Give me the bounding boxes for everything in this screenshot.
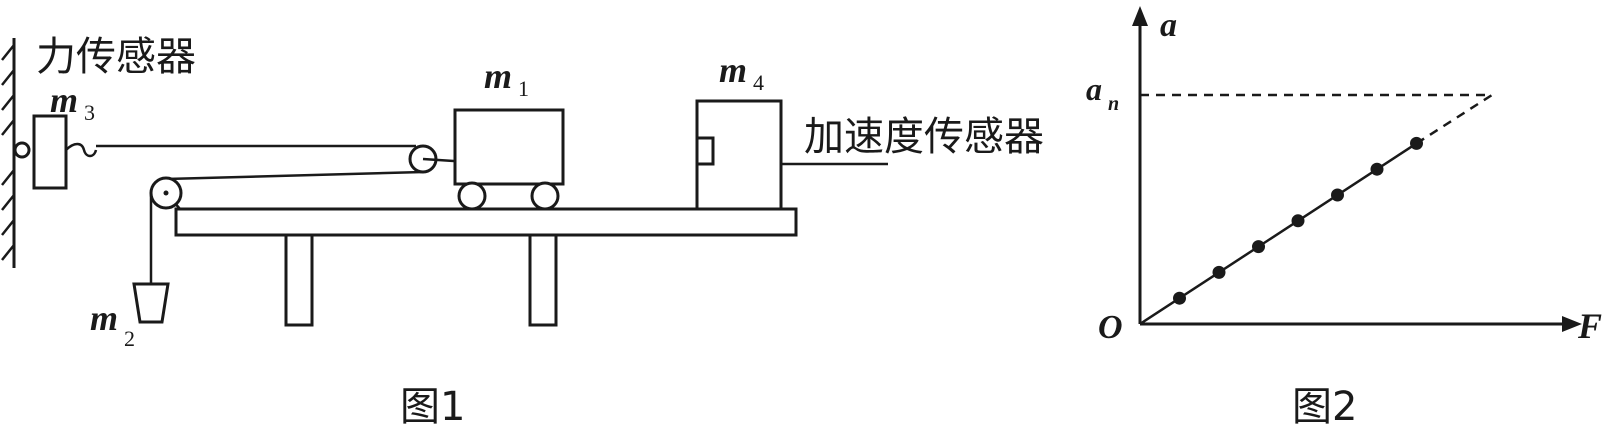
lower-string xyxy=(165,170,424,181)
m1-label-symbol: m xyxy=(484,56,512,96)
data-point xyxy=(1212,265,1226,279)
y-axis-arrow xyxy=(1132,6,1148,26)
sensor-mount-pin xyxy=(13,141,31,159)
a-f-chart xyxy=(1132,6,1582,332)
figure-2-caption: 图2 xyxy=(1292,384,1357,430)
data-point xyxy=(1173,291,1186,305)
y-axis-label: a xyxy=(1160,7,1177,44)
origin-label: O xyxy=(1098,309,1123,346)
m2-label-symbol: m xyxy=(90,298,118,338)
data-point xyxy=(1252,240,1265,254)
an-label-subscript: n xyxy=(1108,93,1119,115)
x-axis-arrow xyxy=(1562,316,1582,332)
m4-label-symbol: m xyxy=(719,50,747,90)
cart-wheel-right xyxy=(530,181,560,211)
table-top xyxy=(174,207,798,237)
data-point xyxy=(1410,136,1423,150)
data-point xyxy=(1370,162,1384,176)
cart-m1 xyxy=(453,108,565,186)
force-sensor-label: 力传感器 xyxy=(36,34,196,80)
table-pulley-axle xyxy=(163,190,169,196)
accel-sensor-port xyxy=(695,136,715,166)
m3-label-subscript: 3 xyxy=(84,100,95,125)
sensor-hook xyxy=(65,142,98,158)
m4-label-subscript: 4 xyxy=(753,70,764,95)
x-axis-label: F xyxy=(1577,306,1602,346)
an-label-symbol: a xyxy=(1086,71,1102,107)
figure-2: a F O a n 图2 xyxy=(1086,6,1602,430)
accel-sensor-label: 加速度传感器 xyxy=(804,114,1044,160)
fit-line-solid xyxy=(1139,142,1418,326)
wall-hatching xyxy=(1,44,15,261)
figure-1-caption: 图1 xyxy=(400,384,465,430)
figure-1: 力传感器 m 3 m 1 m 2 xyxy=(1,34,1044,430)
cart-wheel-left xyxy=(457,181,487,211)
fit-line-dashed-extension xyxy=(1415,93,1493,145)
m2-label-subscript: 2 xyxy=(124,326,135,351)
m1-label-subscript: 1 xyxy=(518,76,529,101)
hanging-weight-m2 xyxy=(132,282,170,324)
data-point xyxy=(1291,214,1305,228)
table-leg-right xyxy=(528,233,558,327)
m3-label-symbol: m xyxy=(50,80,78,120)
data-point xyxy=(1331,188,1344,202)
table-leg-left xyxy=(284,233,314,327)
force-sensor-body xyxy=(32,114,68,190)
